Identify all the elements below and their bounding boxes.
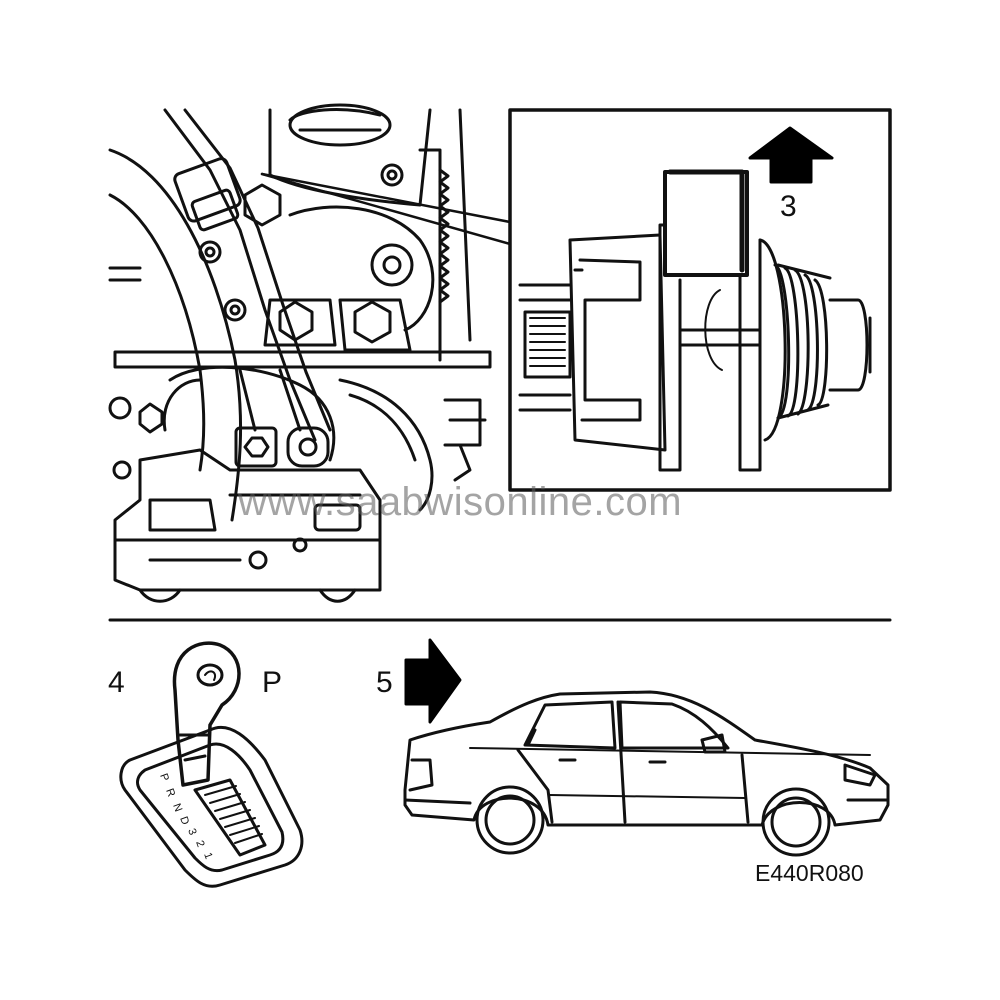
gear-letter: 2 xyxy=(193,839,206,849)
callout-4: 4 xyxy=(108,666,125,699)
gear-selector-drawing: P R N D 3 2 1 xyxy=(119,641,304,888)
gear-letter: N xyxy=(170,802,184,814)
gear-letter: D xyxy=(177,815,191,827)
car-drawing xyxy=(403,638,890,857)
detail-inset xyxy=(508,108,892,492)
up-arrow-icon xyxy=(748,126,834,184)
engine-bay-drawing xyxy=(108,103,512,603)
gear-letter: P xyxy=(157,772,171,783)
watermark: www.saabwisonline.com xyxy=(238,480,683,524)
gear-letter: 3 xyxy=(185,827,198,837)
figure-code: E440R080 xyxy=(755,860,864,886)
gear-letter: 1 xyxy=(201,851,214,861)
gear-p-label: P xyxy=(262,666,283,699)
callout-3: 3 xyxy=(780,190,797,223)
right-arrow-icon xyxy=(404,638,462,724)
callout-5: 5 xyxy=(376,666,393,699)
gear-letter: R xyxy=(163,787,177,799)
